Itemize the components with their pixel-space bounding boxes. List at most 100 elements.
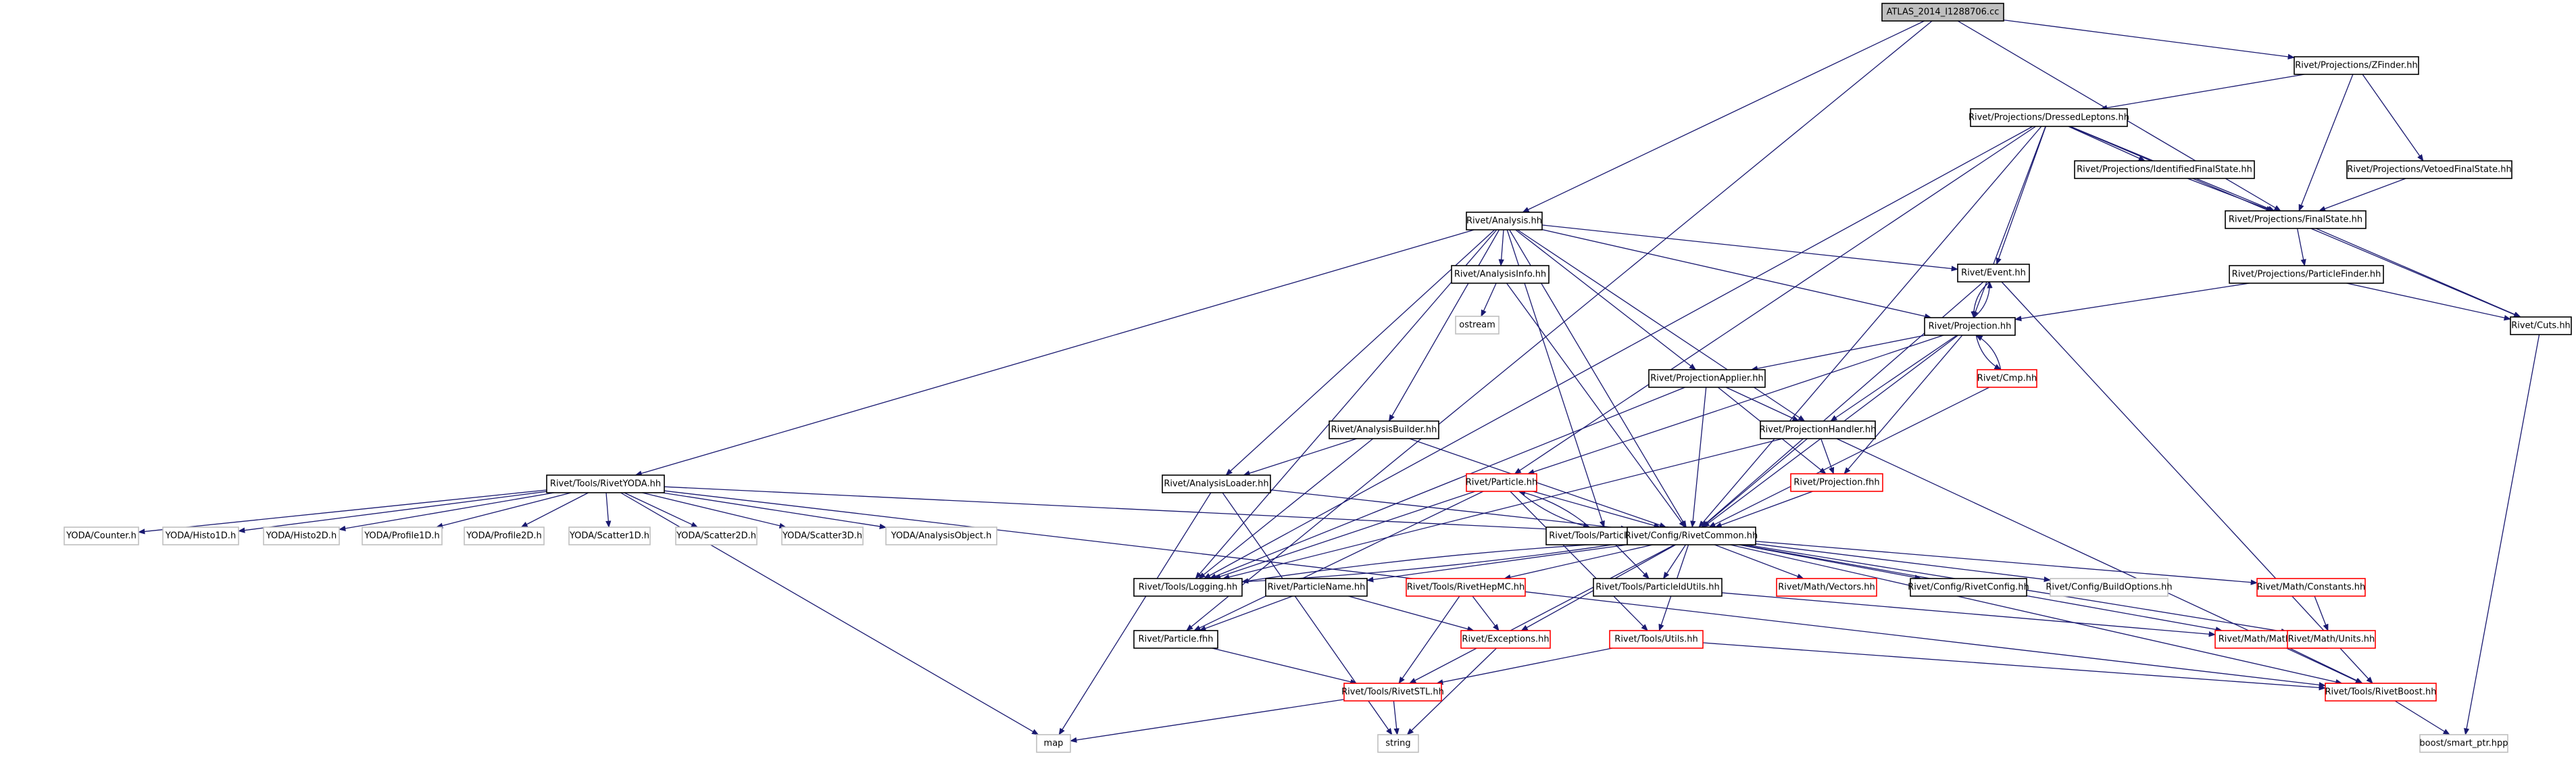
- node-hepmc[interactable]: Rivet/Tools/RivetHepMC.hh: [1406, 578, 1526, 597]
- node-config[interactable]: Rivet/Config/RivetConfig.hh: [1908, 578, 2029, 597]
- node-cmp-box: [1977, 369, 2037, 388]
- node-analysisinfo-label: Rivet/AnalysisInfo.hh: [1454, 270, 1546, 280]
- node-smartptr: boost/smart_ptr.hpp: [2419, 734, 2508, 753]
- node-zfinder-box: [2294, 56, 2419, 75]
- node-exceptions[interactable]: Rivet/Exceptions.hh: [1460, 630, 1551, 649]
- node-root-label: ATLAS_2014_I1288706.cc: [1887, 7, 2000, 18]
- edge-particle-to-particlefhh: [1193, 491, 1484, 631]
- node-projfhh[interactable]: Rivet/Projection.fhh: [1790, 473, 1883, 492]
- node-zfinder[interactable]: Rivet/Projections/ZFinder.hh: [2294, 56, 2419, 75]
- edge-analysis-to-projhandler: [1517, 229, 1806, 422]
- node-y_h2-label: YODA/Histo2D.h: [266, 531, 337, 541]
- node-root[interactable]: ATLAS_2014_I1288706.cc: [1881, 3, 2004, 22]
- node-finalstate-label: Rivet/Projections/FinalState.hh: [2229, 215, 2362, 225]
- node-particle[interactable]: Rivet/Particle.hh: [1466, 473, 1537, 492]
- node-finalstate[interactable]: Rivet/Projections/FinalState.hh: [2225, 210, 2367, 229]
- node-buildopts-box: [2050, 578, 2169, 597]
- node-pidutils[interactable]: Rivet/Tools/ParticleIdUtils.hh: [1593, 578, 1723, 597]
- node-root-box: [1881, 3, 2004, 22]
- edge-particle-to-logging: [1213, 491, 1476, 579]
- node-projection[interactable]: Rivet/Projection.hh: [1924, 317, 2016, 336]
- node-particle-box: [1466, 473, 1537, 492]
- node-particlefhh-box: [1133, 630, 1218, 649]
- node-projfhh-box: [1790, 473, 1883, 492]
- node-particlefinder[interactable]: Rivet/Projections/ParticleFinder.hh: [2229, 265, 2384, 284]
- node-string-label: string: [1385, 739, 1410, 749]
- edge-analysisinfo-to-ostream: [1481, 283, 1497, 317]
- node-projhandler[interactable]: Rivet/ProjectionHandler.hh: [1760, 420, 1877, 439]
- node-analysisbuilder[interactable]: Rivet/AnalysisBuilder.hh: [1329, 420, 1439, 439]
- node-analysisloader-label: Rivet/AnalysisLoader.hh: [1164, 479, 1268, 489]
- edge-projection-to-projhandler: [1830, 335, 1958, 422]
- node-logging-label: Rivet/Tools/Logging.hh: [1139, 583, 1237, 593]
- node-units[interactable]: Rivet/Math/Units.hh: [2287, 630, 2376, 649]
- node-vetfs[interactable]: Rivet/Projections/VetoedFinalState.hh: [2346, 160, 2512, 179]
- node-analysisloader[interactable]: Rivet/AnalysisLoader.hh: [1162, 474, 1271, 493]
- node-dressed-box: [1970, 108, 2128, 127]
- edge-common-to-hepmc: [1504, 544, 1654, 580]
- node-cuts-label: Rivet/Cuts.hh: [2511, 321, 2571, 331]
- node-y_s1: YODA/Scatter1D.h: [568, 527, 651, 545]
- edge-projection-to-cmp: [1975, 335, 2002, 370]
- edge-cmp-to-projection: [1975, 335, 2002, 370]
- node-finalstate-box: [2225, 210, 2367, 229]
- node-rivetyoda[interactable]: Rivet/Tools/RivetYODA.hh: [546, 474, 665, 493]
- node-constants[interactable]: Rivet/Math/Constants.hh: [2256, 578, 2366, 597]
- node-common[interactable]: Rivet/Config/RivetCommon.hh: [1625, 527, 1758, 545]
- edge-dressed-to-event: [1996, 126, 2046, 265]
- node-logging[interactable]: Rivet/Tools/Logging.hh: [1133, 578, 1243, 597]
- edge-cmp-to-common: [1708, 387, 1990, 528]
- node-stl[interactable]: Rivet/Tools/RivetSTL.hh: [1341, 683, 1444, 702]
- node-y_s2-label: YODA/Scatter2D.h: [676, 531, 756, 541]
- node-dressed[interactable]: Rivet/Projections/DressedLeptons.hh: [1968, 108, 2129, 127]
- edge-pidutils-to-mathutils: [1721, 592, 2216, 637]
- node-units-label: Rivet/Math/Units.hh: [2288, 635, 2375, 645]
- node-y_h2-box: [263, 527, 340, 545]
- node-map: map: [1036, 734, 1071, 753]
- node-utils-label: Rivet/Tools/Utils.hh: [1614, 635, 1698, 645]
- node-analysis[interactable]: Rivet/Analysis.hh: [1466, 212, 1543, 230]
- node-idfs-label: Rivet/Projections/IdentifiedFinalState.h…: [2077, 165, 2252, 175]
- node-idfs[interactable]: Rivet/Projections/IdentifiedFinalState.h…: [2074, 160, 2255, 179]
- edge-rivetyoda-to-common: [664, 486, 1629, 536]
- node-y_s3: YODA/Scatter3D.h: [781, 527, 864, 545]
- edge-analysis-to-projection: [1541, 229, 1932, 319]
- node-analysisbuilder-label: Rivet/AnalysisBuilder.hh: [1331, 425, 1437, 435]
- node-vectors[interactable]: Rivet/Math/Vectors.hh: [1776, 578, 1877, 597]
- node-string-box: [1377, 734, 1419, 753]
- edge-dressed-to-particle: [1514, 126, 2036, 474]
- node-boost-box: [2325, 683, 2437, 702]
- edge-finalstate-to-cuts: [2315, 228, 2521, 318]
- node-common-box: [1627, 527, 1756, 545]
- node-particlefinder-label: Rivet/Projections/ParticleFinder.hh: [2232, 270, 2381, 280]
- edge-particlefinder-to-projection: [2014, 283, 2250, 322]
- edge-rivetyoda-to-y_p1: [435, 492, 572, 529]
- node-y_counter-label: YODA/Counter.h: [66, 531, 137, 541]
- edge-common-to-boost: [1730, 544, 2343, 685]
- node-utils[interactable]: Rivet/Tools/Utils.hh: [1609, 630, 1704, 649]
- node-analysisinfo[interactable]: Rivet/AnalysisInfo.hh: [1451, 265, 1550, 284]
- edge-root-to-zfinder: [2003, 19, 2296, 60]
- edge-utils-to-boost: [1702, 642, 2327, 691]
- node-exceptions-label: Rivet/Exceptions.hh: [1462, 635, 1549, 645]
- node-stl-label: Rivet/Tools/RivetSTL.hh: [1341, 687, 1444, 697]
- node-event[interactable]: Rivet/Event.hh: [1957, 264, 2030, 283]
- edge-projection-to-particle: [1527, 335, 1944, 474]
- edge-zfinder-to-finalstate: [2298, 74, 2354, 212]
- node-particlename-label: Rivet/ParticleName.hh: [1268, 583, 1366, 593]
- node-smartptr-label: boost/smart_ptr.hpp: [2419, 739, 2508, 749]
- edge-layer: [137, 19, 2540, 743]
- node-particlename[interactable]: Rivet/ParticleName.hh: [1265, 578, 1368, 597]
- node-cmp[interactable]: Rivet/Cmp.hh: [1977, 369, 2037, 388]
- node-ostream: ostream: [1455, 316, 1500, 335]
- node-y_h1-label: YODA/Histo1D.h: [165, 531, 236, 541]
- edge-cuts-to-smartptr: [2464, 334, 2540, 736]
- node-cuts[interactable]: Rivet/Cuts.hh: [2510, 316, 2572, 335]
- node-boost[interactable]: Rivet/Tools/RivetBoost.hh: [2325, 683, 2437, 702]
- edge-common-to-logging: [1241, 542, 1628, 584]
- node-map-label: map: [1044, 739, 1064, 749]
- edge-particle-to-common: [1533, 491, 1661, 529]
- edge-particle-to-utils: [1510, 491, 1648, 631]
- node-particlefhh[interactable]: Rivet/Particle.fhh: [1133, 630, 1218, 649]
- node-projapplier[interactable]: Rivet/ProjectionApplier.hh: [1648, 369, 1766, 388]
